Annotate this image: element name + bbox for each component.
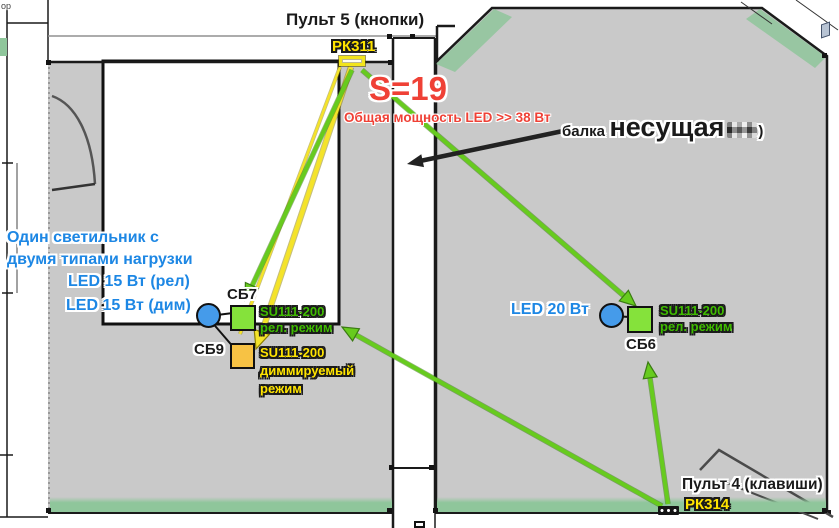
module-sb7[interactable]	[230, 305, 256, 331]
keypad-rk311-device[interactable]	[339, 56, 365, 66]
note-led15-dim: LED 15 Вт (дим)	[66, 297, 191, 314]
link-rk314-sb6	[648, 377, 670, 505]
label-beam-word: несущая	[609, 112, 725, 142]
floor-highlight-edge	[0, 38, 7, 56]
module-sb9[interactable]	[230, 343, 255, 369]
arrowhead-black	[407, 154, 424, 168]
note-led15-rel: LED 15 Вт (рел)	[68, 273, 190, 290]
sb6-mode: рел. режим	[660, 319, 733, 334]
luminaire-single-icon[interactable]	[599, 303, 624, 328]
door-swing-wedge	[699, 448, 834, 519]
sb7-model: SU111-200	[260, 304, 325, 319]
link-rk311-sb6	[360, 68, 626, 298]
label-rk311: РК311	[332, 38, 376, 55]
arrowhead-green-corner	[340, 326, 361, 342]
sb7-mode: рел. режим	[260, 320, 333, 335]
label-beam-suffix: )	[758, 123, 764, 140]
arrowhead-yellow	[253, 328, 271, 351]
note-fixture-line2: двумя типами нагрузки	[7, 251, 193, 268]
room-interior	[101, 59, 341, 326]
label-sb7-module: SU111-200 рел. режим	[260, 304, 332, 336]
module-sb6[interactable]	[627, 306, 653, 333]
floor-highlight-left	[50, 497, 392, 512]
chamfer-highlight-right	[746, 9, 826, 68]
arrowhead-green-sb6	[618, 289, 638, 307]
label-sb9-module: SU111-200 диммируемый режим	[260, 344, 354, 398]
wall-port-marker	[414, 521, 425, 528]
door-swing-arc	[51, 94, 97, 185]
label-total-power: Общая мощность LED >> 38 Вт	[344, 110, 551, 125]
corridor	[394, 38, 434, 528]
sb9-model: SU111-200	[260, 345, 325, 360]
note-led20: LED 20 Вт	[511, 301, 589, 318]
sb6-model: SU111-200	[660, 303, 725, 318]
corridor-label-partial: ор	[1, 1, 12, 11]
label-pult4: Пульт 4 (клавиши)	[682, 476, 823, 493]
label-sb6: СБ6	[626, 336, 656, 353]
link-rk311-sb9	[259, 66, 354, 333]
label-sb7: СБ7	[227, 286, 257, 303]
beam-pointer	[419, 128, 564, 164]
arrowhead-green-sb7	[244, 281, 260, 302]
redacted-blur	[727, 122, 758, 138]
sb9-mode-line2: режим	[260, 381, 302, 396]
label-beam-group: балка несущая)	[562, 112, 763, 143]
sb9-mode-line1: диммируемый	[260, 363, 355, 378]
label-pult5: Пульт 5 (кнопки)	[286, 10, 425, 29]
label-sb9: СБ9	[194, 341, 224, 358]
floor-highlight-right	[437, 497, 826, 512]
link-rk311-sb7	[250, 69, 354, 287]
label-area-s19: S=19	[369, 70, 447, 107]
arrowhead-green-sb6-up	[642, 360, 659, 380]
chamfer-highlight-left	[436, 9, 512, 72]
note-fixture-line1: Один светильник с	[7, 229, 159, 246]
luminaire-dual-icon[interactable]	[196, 303, 221, 328]
label-sb6-module: SU111-200 рел. режим	[660, 303, 732, 335]
label-rk314: РК314	[685, 496, 730, 513]
label-beam-prefix: балка	[562, 123, 605, 140]
keypad-rk314-device[interactable]	[658, 506, 679, 515]
link-rk314-sb7	[355, 333, 663, 508]
